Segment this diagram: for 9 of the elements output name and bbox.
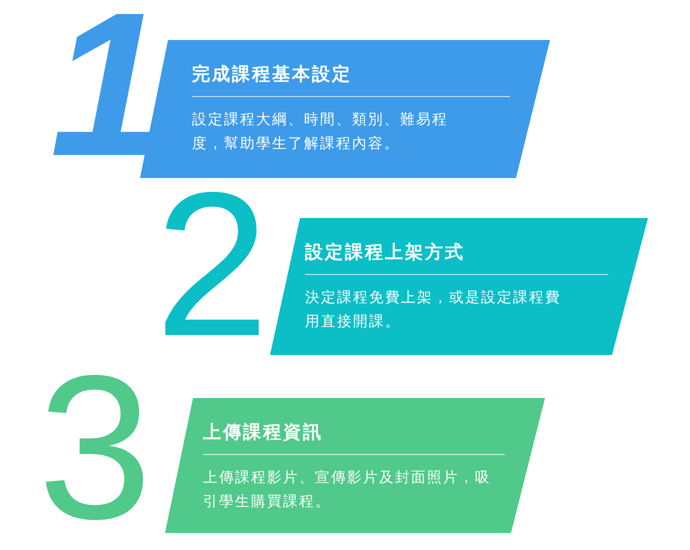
step-description: 決定課程免費上架，或是設定課程費用直接開課。: [305, 288, 562, 332]
step-heading: 設定課程上架方式: [305, 241, 465, 264]
step-description: 設定課程大綱、時間、類別、難易程度，幫助學生了解課程內容。: [192, 110, 449, 154]
step-heading: 完成課程基本設定: [192, 63, 352, 86]
step-number: 3: [38, 345, 152, 550]
step-heading: 上傳課程資訊: [203, 421, 323, 444]
step-description: 上傳課程影片、宣傳影片及封面照片，吸引學生購買課程。: [203, 468, 492, 512]
step-panel: [270, 218, 648, 355]
step-panel: [165, 398, 545, 533]
